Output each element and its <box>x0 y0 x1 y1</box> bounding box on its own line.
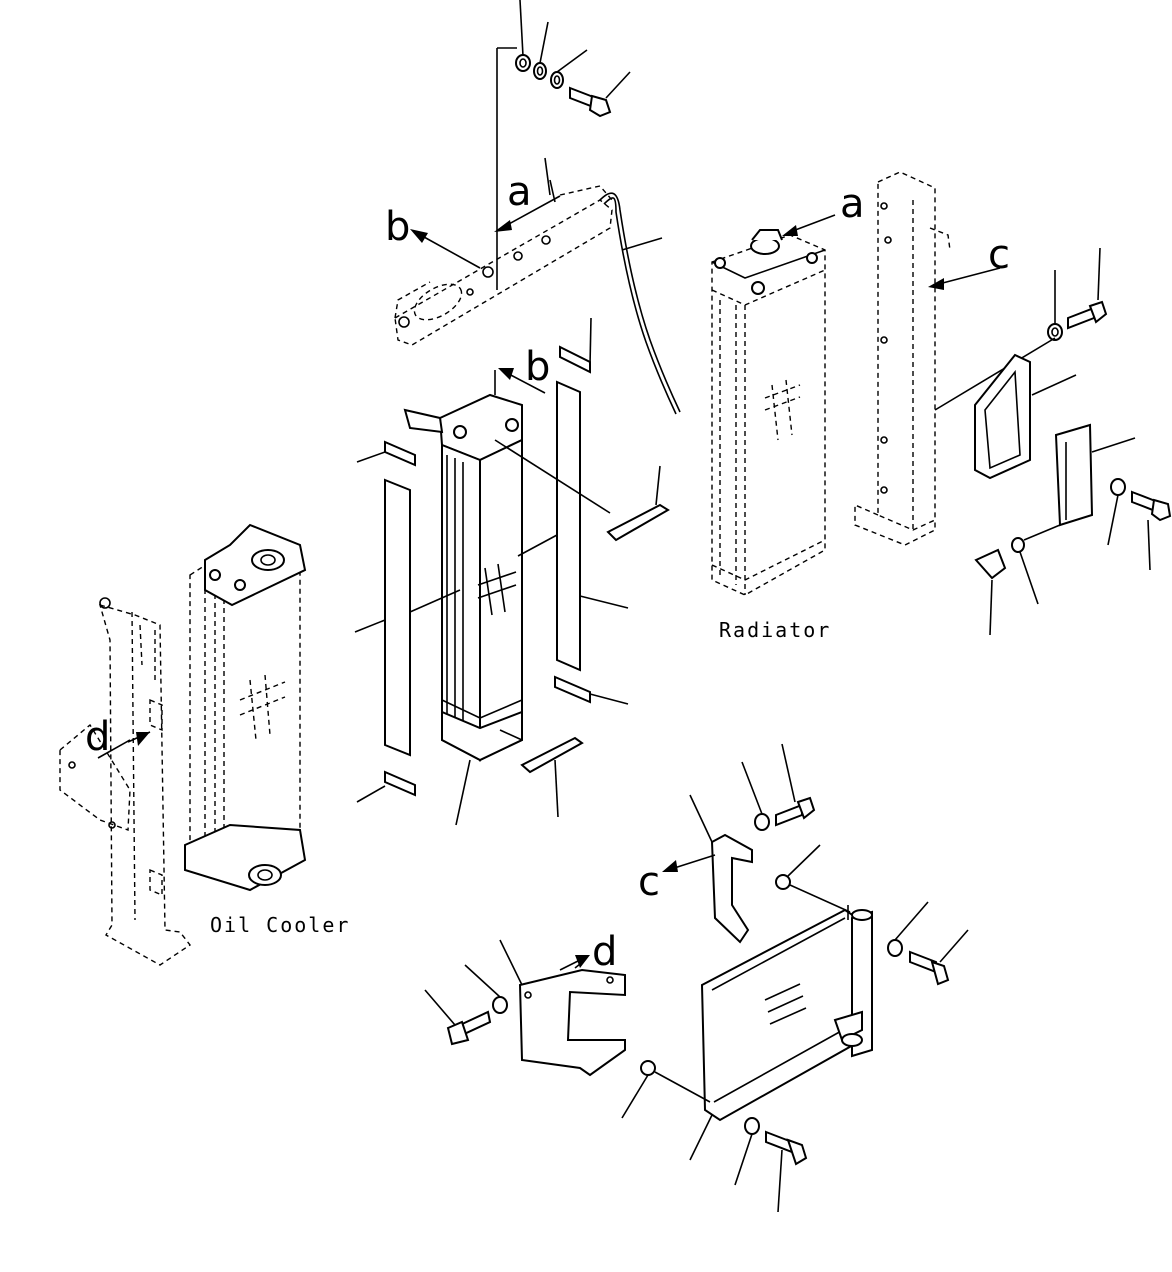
caption-radiator: Radiator <box>719 618 831 642</box>
label-d-oil-cooler: d <box>85 714 110 760</box>
label-a-radiator: a <box>840 181 865 227</box>
top-washer-2 <box>550 71 564 89</box>
label-d-lower: d <box>592 929 617 975</box>
oil-cooler-assembly: d Oil Cooler <box>59 523 350 966</box>
top-bracket-assembly: a b <box>385 0 681 415</box>
radiator-assembly: a Radiator <box>711 181 865 642</box>
label-a-bracket: a <box>507 169 532 215</box>
label-b-core: b <box>525 344 550 390</box>
lower-assembly: c d <box>424 743 969 1213</box>
label-b-bracket: b <box>385 204 410 250</box>
top-bolt <box>569 86 612 118</box>
top-washer-1 <box>533 62 547 80</box>
center-core-assembly: b <box>354 317 670 826</box>
caption-oil-cooler: Oil Cooler <box>210 913 350 937</box>
label-c-frame: c <box>988 232 1010 278</box>
right-frame-column: c <box>854 171 1010 546</box>
top-nut <box>515 54 531 72</box>
label-c-lower: c <box>638 859 660 905</box>
right-brackets-fasteners <box>934 247 1172 636</box>
